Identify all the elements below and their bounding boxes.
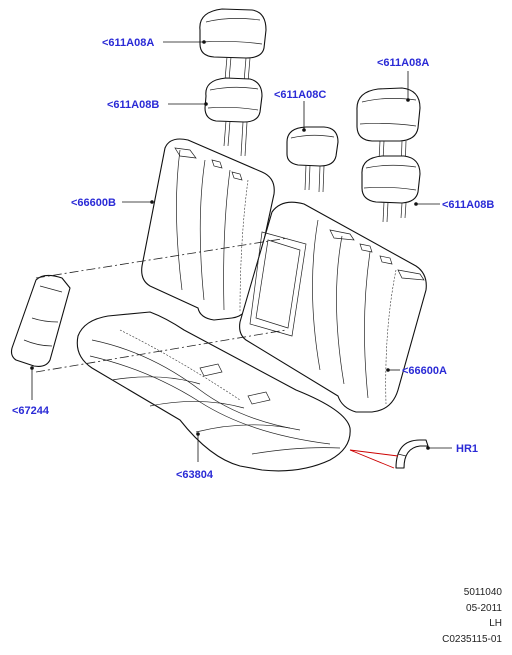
headrest-center xyxy=(286,126,339,193)
drawing-footer: 5011040 05-2011 LH C0235115-01 xyxy=(442,585,502,647)
callout-63804: <63804 xyxy=(176,469,214,481)
footer-ref: C0235115-01 xyxy=(442,633,502,645)
callout-611a08a-top: <611A08A xyxy=(102,37,154,49)
callout-66600b: <66600B xyxy=(71,197,116,209)
headrest-right-upper xyxy=(356,87,421,171)
callout-611a08b-right: <611A08B xyxy=(442,199,494,211)
callout-66600a: <66600A xyxy=(402,365,447,377)
backrest-right xyxy=(239,201,427,413)
armrest xyxy=(10,274,71,367)
callout-611a08b-left: <611A08B xyxy=(107,99,159,111)
callout-hr1: HR1 xyxy=(456,443,478,455)
assembly-line-lower xyxy=(35,329,287,373)
hook-hr1 xyxy=(395,439,429,469)
assembly-line-upper xyxy=(35,237,289,279)
headrest-top-left xyxy=(199,8,267,83)
footer-side: LH xyxy=(489,618,502,629)
callout-611a08a-right: <611A08A xyxy=(377,57,429,69)
leader-lines xyxy=(30,40,452,469)
callout-67244: <67244 xyxy=(12,405,50,417)
footer-date: 05-2011 xyxy=(466,602,502,614)
seat-cushion xyxy=(76,311,351,472)
headrest-left xyxy=(204,77,263,157)
footer-code: 5011040 xyxy=(463,587,502,598)
callout-611a08c: <611A08C xyxy=(274,89,326,101)
headrest-right-lower xyxy=(361,155,421,223)
